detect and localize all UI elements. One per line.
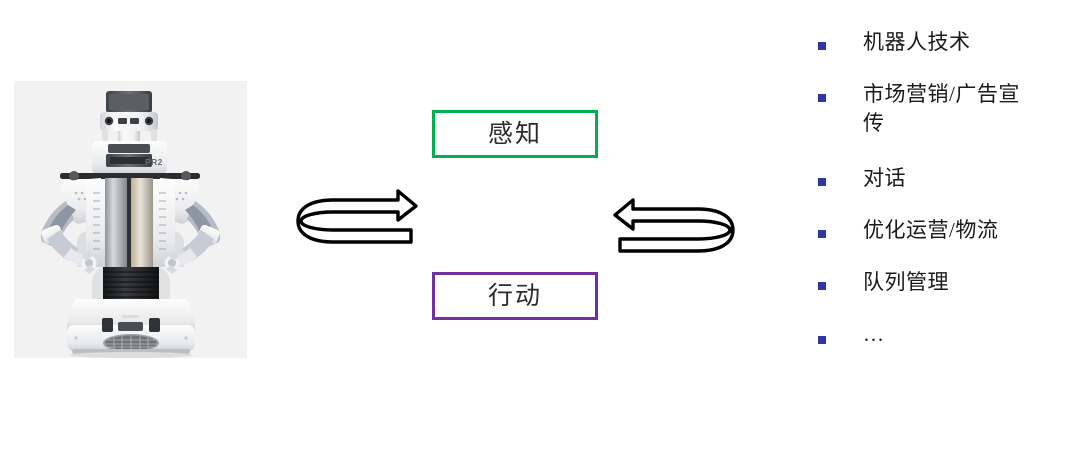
robot-photo: PR2 <box>14 81 247 358</box>
bullet-square-icon <box>818 42 826 50</box>
bullet-square-icon <box>818 230 826 238</box>
action-box-label: 行动 <box>487 282 542 310</box>
list-item[interactable]: 优化运营/物流 <box>818 216 1068 245</box>
bullet-square-icon <box>818 94 826 102</box>
cycle-arrow-left-icon <box>296 189 418 248</box>
action-box[interactable]: 行动 <box>432 272 598 320</box>
bullet-square-icon <box>818 178 826 186</box>
bullet-square-icon <box>818 336 826 344</box>
applications-list: 机器人技术 市场营销/广告宣 传 对话 优化运营/物流 队列管理 … <box>818 28 1068 346</box>
list-item-label: 市场营销/广告宣 传 <box>863 82 1020 135</box>
list-item-label: … <box>863 322 886 346</box>
list-item[interactable]: … <box>818 322 1068 346</box>
list-item[interactable]: 机器人技术 <box>818 28 1068 57</box>
bullet-square-icon <box>818 282 826 290</box>
cycle-arrow-right-icon <box>613 198 735 257</box>
list-item-label: 优化运营/物流 <box>863 218 999 242</box>
list-item-label: 队列管理 <box>863 270 949 294</box>
list-item[interactable]: 队列管理 <box>818 268 1068 297</box>
svg-text:PR2: PR2 <box>145 157 163 167</box>
pr2-robot-illustration: PR2 <box>14 81 247 358</box>
list-item-label: 机器人技术 <box>863 30 971 54</box>
perception-box-label: 感知 <box>487 120 542 148</box>
list-item[interactable]: 市场营销/广告宣 传 <box>818 80 1068 138</box>
perception-box[interactable]: 感知 <box>432 110 598 158</box>
list-item-label: 对话 <box>863 166 906 190</box>
list-item[interactable]: 对话 <box>818 164 1068 193</box>
